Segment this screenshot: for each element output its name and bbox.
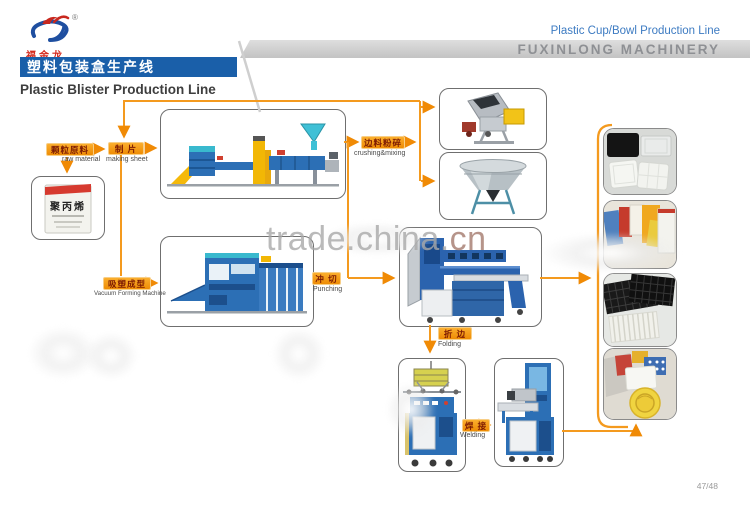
sheet-extrusion-machine-icon <box>167 123 339 187</box>
step-chip-making-sheet: 制 片 <box>108 142 144 155</box>
welding-machine-icon <box>497 363 554 462</box>
page-title-cn: 塑料包装盒生产线 <box>27 59 155 75</box>
product-line-subtitle: Plastic Cup/Bowl Production Line <box>550 25 720 37</box>
page-title-en: Plastic Blister Production Line <box>20 82 216 97</box>
company-bar: FUXINLONG MACHINERY <box>240 40 750 58</box>
watermark-smudge <box>540 232 680 274</box>
step-chip-vacuum-forming: 吸塑成型 <box>103 277 151 290</box>
cn-title-bar: 塑料包装盒生产线 <box>20 57 237 77</box>
step-sub-folding: Folding <box>438 341 461 348</box>
svg-text:聚丙烯: 聚丙烯 <box>49 200 86 213</box>
company-name: FUXINLONG MACHINERY <box>517 41 720 57</box>
step-chip-crushing: 边料粉碎 <box>361 136 405 149</box>
machine-box-sheet-extruder <box>160 109 346 199</box>
watermark-smudge <box>84 332 138 380</box>
mixing-machine-icon <box>459 159 527 215</box>
watermark: trade.china.cn <box>266 220 487 259</box>
step-sub-making-sheet: making sheet <box>106 156 148 163</box>
vacuum-forming-machine-icon <box>167 253 307 314</box>
watermark-part2: cn <box>449 220 487 258</box>
watermark-smudge <box>272 327 326 381</box>
machine-box-vacuum-forming <box>160 236 314 327</box>
watermark-part1: trade.china. <box>266 220 450 258</box>
machine-box-raw-material-bag: 聚丙烯 <box>31 176 105 240</box>
logo-wordmark: 福金龙 <box>26 47 65 62</box>
step-chip-welding: 焊 接 <box>462 419 490 432</box>
machine-box-mixer <box>439 152 547 220</box>
punching-machine-icon <box>407 236 529 323</box>
step-chip-raw-material: 颗粒原料 <box>46 143 94 156</box>
company-logo-icon <box>30 15 70 42</box>
product-photo-4 <box>603 348 677 420</box>
step-chip-punching: 冲 切 <box>312 272 341 285</box>
page-number: 47/48 <box>696 481 718 491</box>
registered-mark: ® <box>72 13 78 22</box>
product-photo-3 <box>603 273 677 347</box>
machine-box-crusher <box>439 88 547 150</box>
bowls-and-packaging-image <box>604 349 676 419</box>
step-sub-crushing: crushing&mixing <box>354 150 406 157</box>
step-sub-welding: Welding <box>460 432 486 439</box>
watermark-smudge <box>386 382 436 437</box>
step-sub-punching: Punching <box>313 286 343 293</box>
step-chip-folding: 折 边 <box>438 327 472 340</box>
step-sub-vacuum-forming: Vacuum Forming Machine <box>94 290 166 297</box>
white-blister-trays-image <box>604 129 676 194</box>
watermark-smudge <box>322 222 432 256</box>
step-sub-raw-material: raw material <box>62 156 101 163</box>
black-grid-trays-image <box>604 274 676 346</box>
plastic-crusher-icon <box>462 92 525 144</box>
product-photo-1 <box>603 128 677 195</box>
machine-box-welding <box>494 358 564 467</box>
raw-material-bag-icon: 聚丙烯 <box>44 184 92 234</box>
